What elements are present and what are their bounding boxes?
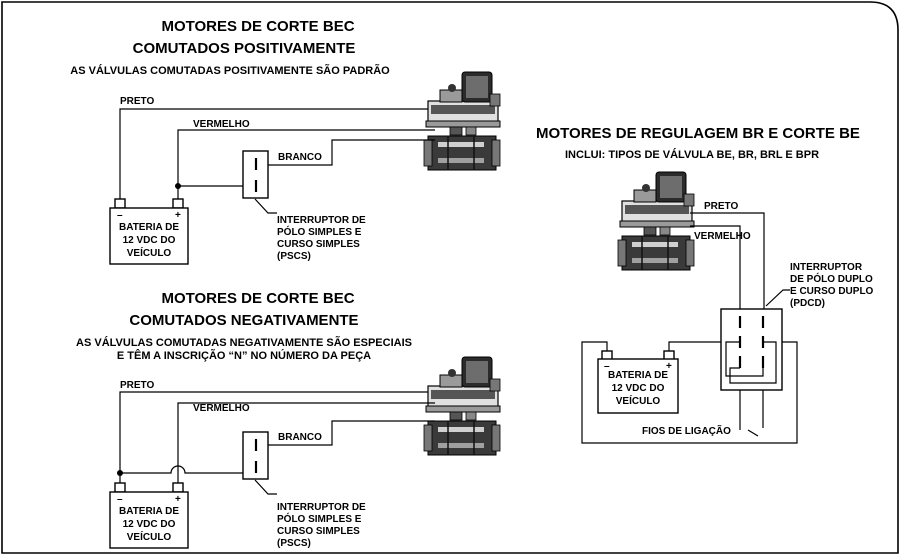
svg-text:INTERRUPTOR DE: INTERRUPTOR DE — [277, 215, 366, 226]
pos-battery-minus: – — [117, 210, 123, 221]
neg-wire-black-label: PRETO — [120, 380, 154, 391]
neg-battery-terminal-pos — [172, 482, 184, 493]
neg-wire-red-label: VERMELHO — [193, 403, 250, 414]
svg-text:CURSO SIMPLES: CURSO SIMPLES — [277, 239, 360, 250]
neg-battery-terminal-neg — [114, 482, 126, 493]
br-wire-black — [690, 212, 765, 310]
neg-battery-label-3: VEÍCULO — [127, 530, 172, 543]
pos-junction-dot — [175, 183, 181, 189]
neg-wire-red — [177, 402, 435, 492]
pos-battery-label-1: BATERIA DE — [119, 222, 179, 233]
negative-switched-diagram: MOTORES DE CORTE BEC COMUTADOS NEGATIVAM… — [76, 290, 501, 549]
neg-subtitle-2: E TÊM A INSCRIÇÃO “N” NO NÚMERO DA PEÇA — [117, 349, 371, 362]
br-wire-red — [690, 225, 741, 310]
br-subtitle: INCLUI: TIPOS DE VÁLVULA BE, BR, BRL E B… — [565, 148, 819, 161]
neg-title-2: COMUTADOS NEGATIVAMENTE — [129, 312, 358, 329]
neg-battery-label-1: BATERIA DE — [119, 506, 179, 517]
neg-switch-pointer — [254, 479, 277, 495]
svg-text:CURSO SIMPLES: CURSO SIMPLES — [277, 526, 360, 537]
br-wire-battery-inner — [668, 341, 721, 356]
pos-battery — [109, 207, 189, 265]
pos-wire-white-label: BRANCO — [278, 152, 322, 163]
br-wire-battery-outer — [581, 341, 798, 444]
neg-battery-plus: + — [175, 494, 181, 505]
pos-switch-label: INTERRUPTOR DE PÓLO SIMPLES E CURSO SIMP… — [277, 215, 366, 262]
br-jumper-wires — [739, 390, 764, 437]
neg-title-1: MOTORES DE CORTE BEC — [161, 290, 354, 307]
neg-subtitle-1: AS VÁLVULAS COMUTADAS NEGATIVAMENTE SÃO … — [76, 336, 412, 349]
svg-text:DE PÓLO DUPLO: DE PÓLO DUPLO — [790, 272, 873, 285]
svg-text:PÓLO SIMPLES E: PÓLO SIMPLES E — [277, 512, 362, 525]
br-title: MOTORES DE REGULAGEM BR E CORTE BE — [536, 125, 860, 142]
br-motor-icon — [617, 171, 695, 271]
neg-wire-black — [119, 391, 428, 492]
pos-battery-terminal-neg — [114, 198, 126, 209]
br-wire-black-label: PRETO — [704, 201, 738, 212]
pos-motor-icon — [423, 71, 501, 171]
br-wire-red-label: VERMELHO — [694, 231, 751, 242]
br-battery-label-2: 12 VDC DO — [612, 383, 665, 394]
br-battery-minus: – — [604, 361, 610, 372]
positive-switched-diagram: MOTORES DE CORTE BEC COMUTADOS POSITIVAM… — [70, 18, 501, 265]
neg-battery-label-2: 12 VDC DO — [123, 519, 176, 530]
svg-text:PÓLO SIMPLES E: PÓLO SIMPLES E — [277, 225, 362, 238]
svg-text:INTERRUPTOR: INTERRUPTOR — [790, 262, 863, 273]
pos-battery-label-2: 12 VDC DO — [123, 235, 176, 246]
br-battery-label-3: VEÍCULO — [616, 394, 661, 407]
neg-wire-black-to-switch — [120, 465, 243, 474]
pos-wire-red — [177, 129, 435, 208]
svg-text:(PSCS): (PSCS) — [277, 538, 311, 549]
neg-wire-white-label: BRANCO — [278, 432, 322, 443]
neg-battery — [109, 491, 189, 549]
br-switch-label: INTERRUPTOR DE PÓLO DUPLO E CURSO DUPLO … — [790, 262, 874, 309]
neg-motor-icon — [423, 356, 501, 456]
pos-battery-label-3: VEÍCULO — [127, 246, 172, 259]
br-battery — [597, 358, 679, 414]
pos-title-1: MOTORES DE CORTE BEC — [161, 18, 354, 35]
pos-battery-plus: + — [175, 210, 181, 221]
br-battery-label-1: BATERIA DE — [608, 370, 668, 381]
pos-battery-terminal-pos — [172, 198, 184, 209]
neg-wire-white — [268, 420, 435, 446]
svg-text:(PSCS): (PSCS) — [277, 251, 311, 262]
br-switch-pointer — [765, 289, 790, 307]
br-battery-plus: + — [666, 361, 672, 372]
svg-text:INTERRUPTOR DE: INTERRUPTOR DE — [277, 502, 366, 513]
neg-battery-minus: – — [117, 494, 123, 505]
pos-wire-white — [268, 139, 435, 166]
pos-wire-black-label: PRETO — [120, 96, 154, 107]
br-jumper-label: FIOS DE LIGAÇÃO — [642, 424, 731, 437]
neg-switch-label: INTERRUPTOR DE PÓLO SIMPLES E CURSO SIMP… — [277, 502, 366, 549]
neg-junction-dot — [117, 470, 123, 476]
pos-switch-pointer — [254, 198, 277, 214]
pos-wire-black — [119, 108, 428, 208]
pos-subtitle: AS VÁLVULAS COMUTADAS POSITIVAMENTE SÃO … — [70, 64, 390, 77]
pos-title-2: COMUTADOS POSITIVAMENTE — [133, 40, 356, 57]
br-be-diagram: MOTORES DE REGULAGEM BR E CORTE BE INCLU… — [536, 125, 874, 444]
pos-wire-red-label: VERMELHO — [193, 119, 250, 130]
svg-text:E CURSO DUPLO: E CURSO DUPLO — [790, 286, 874, 297]
svg-text:(PDCD): (PDCD) — [790, 298, 825, 309]
